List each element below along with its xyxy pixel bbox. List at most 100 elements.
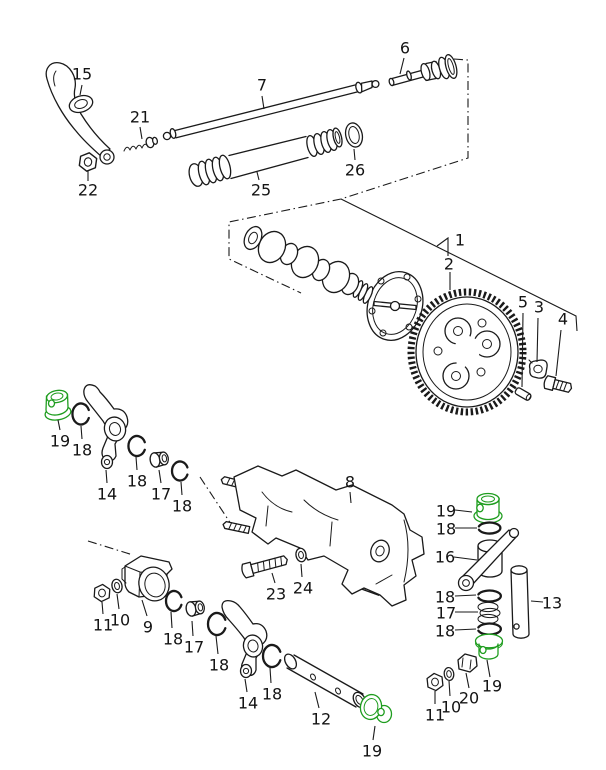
- part-rocker-lever-16[interactable]: [457, 527, 520, 592]
- part-label-18[interactable]: 18: [209, 656, 229, 675]
- part-ring-18-g[interactable]: [477, 521, 502, 535]
- part-plug-19-bottom[interactable]: [358, 693, 393, 724]
- leader-line: [448, 680, 451, 697]
- leader-line: [536, 317, 539, 363]
- part-nut-22[interactable]: [77, 150, 99, 174]
- part-label-18[interactable]: 18: [435, 622, 455, 641]
- part-label-17[interactable]: 17: [436, 604, 456, 623]
- part-label-22[interactable]: 22: [78, 181, 98, 200]
- part-label-11[interactable]: 11: [93, 616, 113, 635]
- part-ring-18-c[interactable]: [170, 460, 189, 482]
- part-plug-19-right-bottom[interactable]: [474, 633, 504, 660]
- part-label-7[interactable]: 7: [257, 76, 267, 95]
- part-label-6[interactable]: 6: [400, 39, 410, 58]
- part-pin-5[interactable]: [514, 387, 532, 401]
- part-label-11[interactable]: 11: [425, 706, 445, 725]
- part-plug-19-right-top[interactable]: [473, 492, 503, 524]
- part-label-23[interactable]: 23: [266, 585, 286, 604]
- leader-line: [244, 678, 248, 693]
- part-label-19[interactable]: 19: [436, 502, 456, 521]
- part-label-18[interactable]: 18: [163, 630, 183, 649]
- leader-line: [105, 469, 108, 484]
- part-ring-18-d[interactable]: [164, 589, 183, 613]
- part-seal-ring-26[interactable]: [343, 121, 364, 148]
- leader-line: [521, 312, 524, 388]
- leader-line: [454, 628, 477, 631]
- part-washer-10-b[interactable]: [442, 666, 456, 682]
- part-label-5[interactable]: 5: [518, 293, 528, 312]
- part-lock-nut-3[interactable]: [528, 359, 548, 379]
- part-adjusting-screw-21[interactable]: [123, 136, 159, 152]
- part-label-14[interactable]: 14: [238, 694, 258, 713]
- part-label-13[interactable]: 13: [542, 594, 562, 613]
- part-label-3[interactable]: 3: [534, 298, 544, 317]
- leader-line: [454, 509, 473, 513]
- part-label-18[interactable]: 18: [435, 588, 455, 607]
- part-label-17[interactable]: 17: [184, 638, 204, 657]
- part-label-24[interactable]: 24: [293, 579, 313, 598]
- leader-line: [454, 594, 477, 597]
- part-spring-washers-17-c[interactable]: [477, 601, 501, 625]
- part-plug-19-left[interactable]: [44, 389, 72, 422]
- part-valve-tappet-6[interactable]: [388, 53, 459, 87]
- part-push-rod-7[interactable]: [162, 79, 380, 141]
- part-ring-18-e[interactable]: [206, 611, 227, 637]
- part-bolt-4[interactable]: [543, 375, 573, 394]
- part-ring-18-i[interactable]: [477, 622, 502, 636]
- part-label-15[interactable]: 15: [72, 65, 92, 84]
- part-nut-11-b[interactable]: [425, 672, 445, 692]
- part-label-19[interactable]: 19: [362, 742, 382, 761]
- leader-line: [180, 481, 183, 496]
- leader-line: [530, 600, 544, 603]
- part-label-10[interactable]: 10: [441, 698, 461, 717]
- part-label-21[interactable]: 21: [130, 108, 150, 127]
- leader-line: [141, 599, 148, 617]
- part-washer-10-a[interactable]: [110, 577, 124, 595]
- part-label-18[interactable]: 18: [72, 441, 92, 460]
- part-label-18[interactable]: 18: [172, 497, 192, 516]
- part-label-9[interactable]: 9: [143, 618, 153, 637]
- part-label-1[interactable]: 1: [455, 231, 465, 250]
- part-label-2[interactable]: 2: [444, 255, 454, 274]
- part-spacer-tube-13[interactable]: [510, 565, 530, 639]
- part-nut-11-a[interactable]: [93, 583, 111, 603]
- part-label-12[interactable]: 12: [311, 710, 331, 729]
- part-label-20[interactable]: 20: [459, 689, 479, 708]
- part-label-19[interactable]: 19: [50, 432, 70, 451]
- part-bushing-17-a[interactable]: [148, 449, 171, 469]
- part-label-10[interactable]: 10: [110, 611, 130, 630]
- part-ring-18-b[interactable]: [127, 434, 146, 458]
- part-label-17[interactable]: 17: [151, 485, 171, 504]
- part-ring-18-a[interactable]: [71, 402, 90, 426]
- part-label-14[interactable]: 14: [97, 485, 117, 504]
- part-label-25[interactable]: 25: [251, 181, 271, 200]
- part-clip-20[interactable]: [457, 653, 478, 673]
- part-bearing-block-9[interactable]: [121, 555, 173, 604]
- part-camshaft-1[interactable]: [241, 224, 432, 348]
- leader-line: [300, 563, 303, 578]
- part-ring-18-h[interactable]: [477, 589, 502, 603]
- part-label-8[interactable]: 8: [345, 473, 355, 492]
- part-label-18[interactable]: 18: [262, 685, 282, 704]
- part-push-rod-tube-25[interactable]: [187, 127, 344, 188]
- leader-line: [271, 572, 276, 584]
- part-label-4[interactable]: 4: [558, 310, 568, 329]
- part-label-18[interactable]: 18: [127, 472, 147, 491]
- part-label-16[interactable]: 16: [435, 548, 455, 567]
- part-rocker-arm-14-a[interactable]: [83, 384, 129, 470]
- part-ring-18-f[interactable]: [261, 643, 282, 669]
- part-label-18[interactable]: 18: [436, 520, 456, 539]
- part-label-26[interactable]: 26: [345, 161, 365, 180]
- part-rocker-arm-14-b[interactable]: [221, 599, 268, 679]
- leader-line: [101, 601, 104, 615]
- part-rocker-shaft-bracket-8[interactable]: [219, 465, 425, 607]
- leader-line: [79, 84, 83, 96]
- part-rocker-arm-15[interactable]: [45, 62, 115, 165]
- part-label-19[interactable]: 19: [482, 677, 502, 696]
- part-bolt-23[interactable]: [241, 553, 290, 579]
- part-bushing-17-b[interactable]: [184, 598, 207, 618]
- leader-line: [353, 148, 356, 161]
- part-timing-gear-2[interactable]: [407, 288, 527, 416]
- part-rocker-shaft-12[interactable]: [282, 652, 368, 710]
